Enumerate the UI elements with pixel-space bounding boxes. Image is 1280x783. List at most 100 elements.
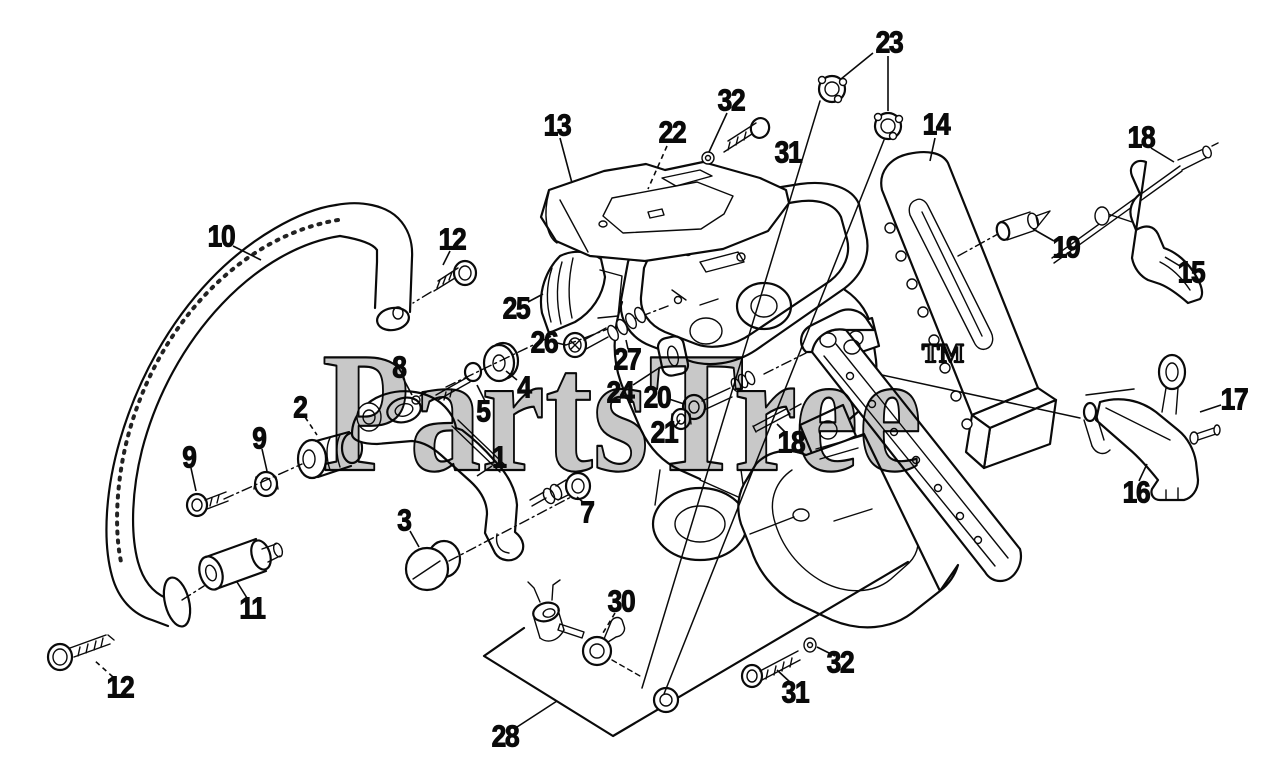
screw-31-top	[701, 117, 771, 165]
watermark-tm: TM	[922, 339, 964, 368]
callout-10: 10	[207, 218, 236, 254]
wire-frame-28	[482, 560, 910, 738]
nut-9	[253, 470, 279, 498]
callout-11: 11	[239, 590, 267, 626]
pin-18-center	[752, 403, 802, 433]
callout-1: 1	[492, 439, 508, 475]
leader-line-4	[505, 370, 518, 381]
spring-27	[607, 306, 646, 342]
callout-22: 22	[658, 114, 687, 150]
bumper-24	[656, 335, 690, 377]
callout-20: 20	[643, 379, 672, 415]
watermark: PartsTree TM	[321, 317, 965, 509]
callout-27: 27	[613, 341, 642, 377]
screw-7	[529, 471, 592, 507]
leader-line-28	[516, 700, 558, 728]
screw-9	[185, 491, 229, 518]
callout-2: 2	[293, 389, 309, 425]
front-handlebar	[105, 202, 414, 628]
callout-14: 14	[922, 106, 951, 142]
leader-line-15	[1164, 256, 1181, 267]
screw-31-bottom	[740, 637, 817, 689]
screw-12-bottom	[46, 634, 115, 672]
callout-19: 19	[1052, 229, 1081, 265]
flange-nut-23b	[873, 111, 904, 141]
watermark-text: PartsTree	[322, 318, 922, 508]
leader-line-8	[402, 377, 413, 396]
leader-line-10	[232, 245, 262, 261]
leader-line-24	[632, 367, 660, 386]
bushing-11	[181, 537, 284, 601]
leader-line-9	[261, 448, 268, 472]
handle-bottom-cover	[737, 432, 960, 629]
screw-12-top	[412, 259, 478, 304]
leader-line-7	[576, 496, 585, 504]
switch	[527, 579, 585, 642]
callout-30: 30	[607, 583, 636, 619]
leader-line-22	[647, 145, 668, 190]
leader-line-31	[776, 669, 792, 684]
leader-line-12	[93, 659, 114, 678]
callout-12: 12	[106, 669, 135, 705]
leader-line-21	[674, 419, 681, 428]
callout-3: 3	[397, 502, 413, 538]
callout-9: 9	[252, 420, 268, 456]
flange-nut-23a	[817, 74, 848, 104]
callout-18: 18	[777, 424, 806, 460]
handle-arm-assembly	[350, 333, 557, 562]
callout-26: 26	[530, 324, 559, 360]
leader-line-14	[929, 137, 936, 162]
callout-16: 16	[1122, 474, 1151, 510]
brake-arm	[880, 151, 1058, 470]
callout-7: 7	[580, 494, 596, 530]
leader-line-2	[304, 416, 318, 436]
leader-line-11	[236, 581, 248, 599]
plug-3	[404, 495, 574, 592]
callout-21: 21	[650, 414, 679, 450]
callout-17: 17	[1220, 381, 1249, 417]
leader-line-18	[1150, 147, 1175, 163]
leader-line-27	[625, 339, 629, 350]
leader-line-3	[409, 530, 420, 548]
adjuster-19	[957, 210, 1051, 257]
callout-9: 9	[182, 439, 198, 475]
leader-line-19	[1032, 228, 1055, 242]
leader-line-18	[776, 423, 787, 434]
leader-line-1	[476, 465, 493, 477]
callout-32: 32	[717, 82, 746, 118]
callout-8: 8	[392, 349, 408, 385]
callout-13: 13	[543, 107, 572, 143]
leader-line-12	[442, 250, 451, 266]
leader-line-5	[476, 384, 486, 402]
leader-line-26	[556, 342, 567, 346]
callout-5: 5	[476, 393, 492, 429]
rear-handle-frame	[800, 308, 1023, 583]
leader-line-23	[840, 52, 874, 80]
leader-line-20	[668, 398, 685, 405]
leader-line-16	[1138, 463, 1148, 482]
construction-lines	[641, 100, 885, 695]
callout-32: 32	[826, 644, 855, 680]
leader-line-32	[816, 646, 836, 657]
leader-line-25	[527, 293, 544, 303]
leader-line-9	[190, 467, 197, 492]
leader-line-13	[559, 137, 573, 184]
callout-25: 25	[502, 290, 531, 326]
linkage-16	[881, 353, 1221, 502]
callout-31: 31	[774, 134, 803, 170]
leader-line-17	[1199, 404, 1222, 413]
leader-line-32	[708, 112, 728, 153]
callout-28: 28	[491, 718, 520, 754]
trigger-15	[1051, 142, 1219, 305]
callout-4: 4	[517, 369, 533, 405]
callout-15: 15	[1177, 254, 1206, 290]
callout-23: 23	[875, 24, 904, 60]
callout-31: 31	[781, 674, 810, 710]
callout-24: 24	[606, 374, 635, 410]
clip-30	[581, 616, 641, 677]
callout-18: 18	[1127, 119, 1156, 155]
